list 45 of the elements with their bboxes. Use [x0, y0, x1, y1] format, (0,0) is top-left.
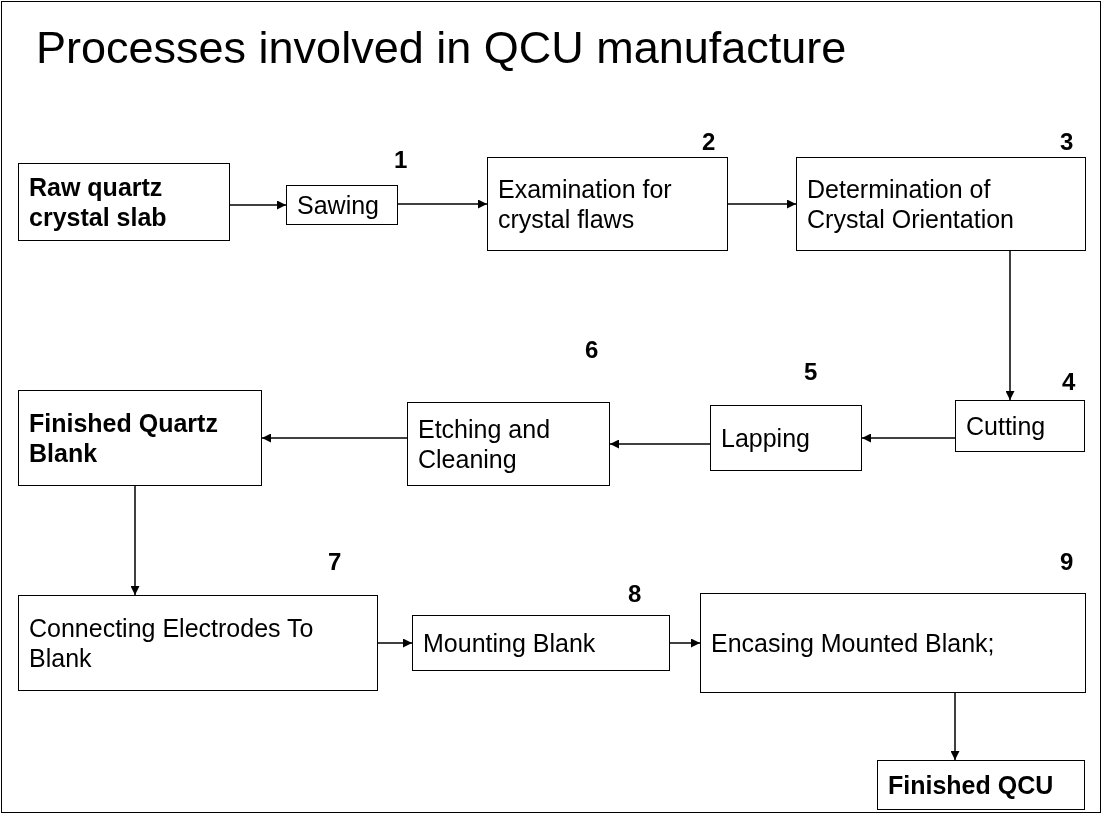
arrow	[397, 199, 488, 209]
process-label: Connecting Electrodes To Blank	[29, 613, 315, 673]
step-number: 6	[585, 336, 599, 364]
process-box	[412, 615, 670, 671]
process-label: Sawing	[297, 190, 379, 220]
process-label: Raw quartz crystal slab	[29, 172, 168, 232]
process-box	[877, 760, 1085, 810]
process-box	[18, 595, 378, 691]
process-label: Determination of Crystal Orientation	[807, 174, 1016, 234]
diagram-title: Processes involved in QCU manufacture	[36, 22, 847, 74]
process-box	[18, 390, 262, 486]
process-box	[955, 400, 1085, 452]
step-number: 3	[1060, 128, 1074, 156]
process-box	[796, 157, 1086, 251]
step-number: 4	[1062, 368, 1076, 396]
arrow	[229, 200, 287, 210]
step-number: 7	[328, 548, 342, 576]
arrow	[861, 433, 956, 443]
step-number: 8	[628, 580, 642, 608]
step-number: 5	[804, 358, 818, 386]
process-label: Cutting	[966, 411, 1046, 441]
process-label: Finished QCU	[888, 770, 1054, 800]
step-number: 1	[394, 146, 408, 174]
process-label: Lapping	[721, 423, 810, 453]
arrow	[377, 638, 413, 648]
process-label: Examination for crystal flaws	[498, 174, 673, 234]
process-box	[407, 402, 610, 486]
process-box	[286, 185, 398, 225]
process-box	[710, 405, 862, 471]
arrow	[609, 439, 711, 449]
process-box	[487, 157, 728, 251]
step-number: 2	[702, 128, 716, 156]
arrow	[130, 485, 140, 596]
process-box	[700, 593, 1086, 693]
arrow	[261, 433, 408, 443]
process-label: Finished Quartz Blank	[29, 408, 219, 468]
arrow	[1005, 250, 1015, 401]
process-label: Mounting Blank	[423, 628, 596, 658]
arrow	[950, 692, 960, 761]
process-label: Etching and Cleaning	[418, 414, 552, 474]
process-label: Encasing Mounted Blank;	[711, 628, 995, 658]
step-number: 9	[1060, 548, 1074, 576]
arrow	[727, 199, 797, 209]
arrow	[669, 638, 701, 648]
process-box	[18, 163, 230, 241]
